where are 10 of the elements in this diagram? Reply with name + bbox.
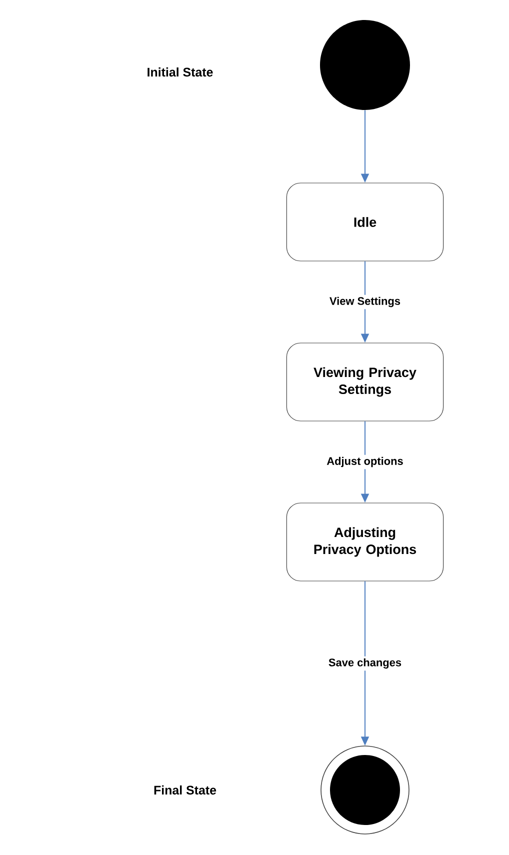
initial-state-dot: [320, 20, 410, 110]
state-box: Idle: [286, 182, 444, 262]
edge-label: Adjust options: [324, 454, 406, 470]
state-box: Viewing Privacy Settings: [286, 342, 444, 422]
edge-label: Save changes: [326, 656, 404, 671]
state-label: Initial State: [148, 67, 213, 77]
edge-label: View Settings: [327, 294, 403, 310]
state-box: Adjusting Privacy Options: [286, 502, 444, 582]
final-state-symbol: [320, 746, 410, 834]
state-label: Final State: [154, 785, 216, 795]
